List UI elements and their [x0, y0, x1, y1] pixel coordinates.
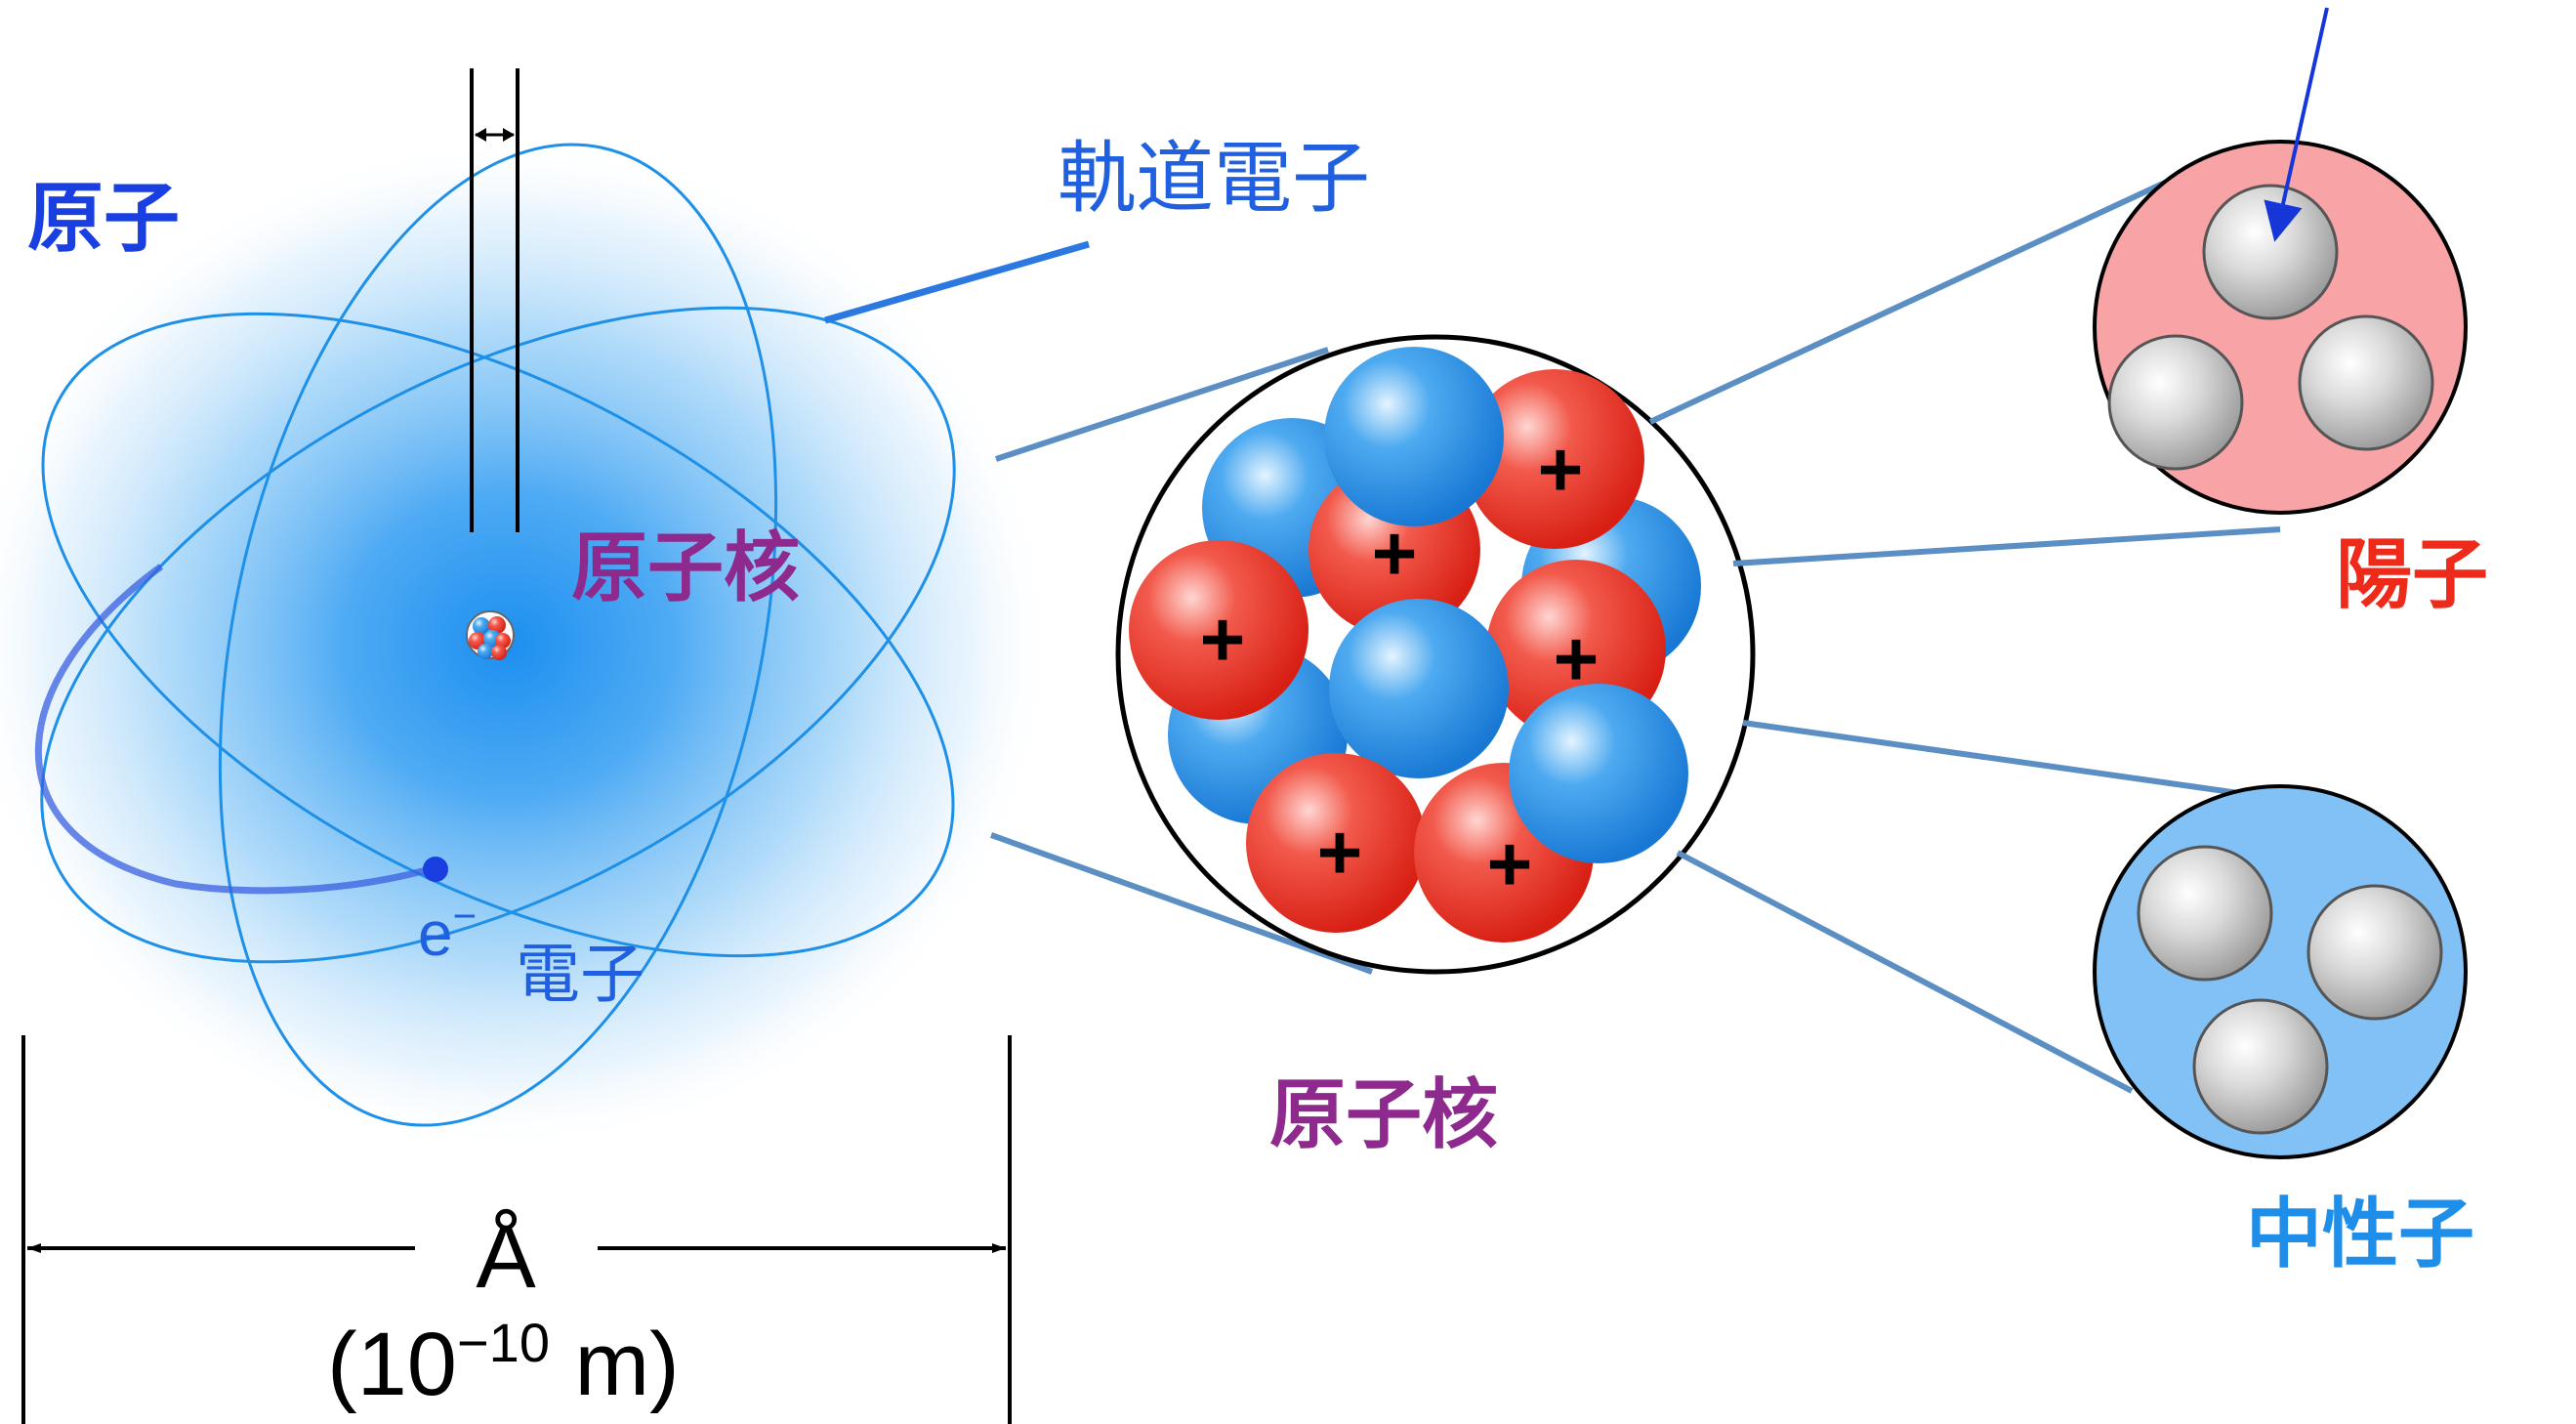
orbit-ellipse-3 [218, 143, 778, 1127]
electron-cloud [0, 137, 1055, 1152]
electron-label: 電子 [516, 937, 644, 1012]
quark-ball [2298, 314, 2434, 451]
scale-value-label: (10−10 m) [327, 1312, 680, 1414]
proton-ball [1246, 753, 1426, 933]
angstrom-label: Å [476, 1207, 536, 1307]
nucleus-below-label: 原子核 [1269, 1071, 1498, 1159]
proton-structure [2093, 7, 2468, 515]
orbit-ellipse-2 [41, 312, 955, 958]
electron-dot [423, 857, 448, 882]
quark-ball [2107, 334, 2244, 471]
quark-ball [2192, 998, 2329, 1135]
electron-path [34, 564, 431, 895]
scale-dimension [21, 1035, 1012, 1424]
neutron-ball [1324, 347, 1504, 526]
zoom-line-top [995, 347, 1329, 462]
neutron-structure [2093, 784, 2468, 1159]
proton-ball [1129, 540, 1309, 720]
plus-sign: + [1487, 820, 1533, 907]
proton-connector-bottom [1732, 526, 2281, 566]
electron-symbol: e− [418, 893, 477, 969]
neutron-label: 中性子 [2246, 1191, 2474, 1278]
quark-ball [2137, 845, 2273, 982]
plus-sign: + [1538, 426, 1584, 513]
atom-label: 原子 [27, 175, 180, 263]
neutron-ball [1509, 684, 1688, 863]
nucleus-width-arrowhead-right [503, 128, 515, 142]
quark-ball [2202, 184, 2339, 320]
neutron-connector-top [1742, 720, 2281, 802]
atom-group [0, 68, 1055, 1152]
nucleus-center-label: 原子核 [571, 524, 800, 612]
quark-ball [2306, 884, 2443, 1021]
neutron-ball [1329, 599, 1509, 778]
plus-sign: + [1317, 809, 1363, 896]
nucleus-width-arrowhead-left [475, 128, 486, 142]
tiny-nucleus [466, 610, 515, 660]
orbital-electron-pointer [824, 240, 1090, 324]
zoom-line-bottom [989, 832, 1374, 975]
proton-connector-top [1648, 173, 2181, 425]
orbital-electron-label: 軌道電子 [1058, 133, 1370, 224]
plus-sign: + [1200, 596, 1246, 683]
proton-ball [1465, 369, 1644, 549]
proton-label: 陽子 [2336, 531, 2488, 619]
quark-pointer-arrow [2264, 7, 2329, 242]
nucleus-zoom: + + + + + + [1115, 334, 1756, 975]
orbit-ellipse-1 [40, 306, 956, 964]
neutron-connector-bottom [1676, 850, 2134, 1094]
